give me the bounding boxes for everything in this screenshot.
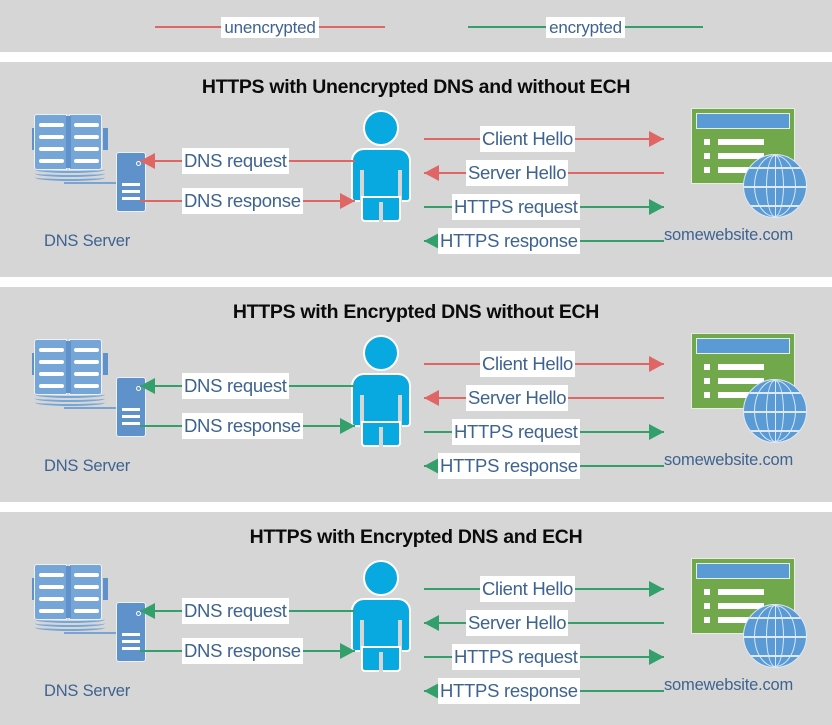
message-arrow-https-response: HTTPS response: [424, 678, 664, 704]
panel-title: HTTPS with Encrypted DNS without ECH: [232, 301, 600, 323]
message-arrow-dns-request: DNS request: [140, 148, 355, 174]
message-arrow-client-hello: Client Hello: [424, 576, 664, 602]
globe-icon: [743, 379, 807, 443]
message-arrow-dns-response: DNS response: [140, 413, 355, 439]
dns-server-label: DNS Server: [44, 457, 131, 475]
message-arrow-https-response: HTTPS response: [424, 228, 664, 254]
message-arrow-server-hello: Server Hello: [424, 160, 664, 186]
browser-window-icon: [691, 558, 795, 634]
message-arrow-https-request: HTTPS request: [424, 644, 664, 670]
message-arrow-client-hello: Client Hello: [424, 351, 664, 377]
scenario-panel-2: HTTPS with Encrypted DNS without ECH DNS…: [0, 287, 832, 502]
website-label: somewebsite.com: [664, 676, 794, 694]
message-arrow-https-request: HTTPS request: [424, 419, 664, 445]
legend-label-encrypted: encrypted: [546, 16, 625, 38]
website-label: somewebsite.com: [664, 451, 794, 469]
message-arrow-server-hello: Server Hello: [424, 610, 664, 636]
arrow-head-right-icon: [340, 643, 355, 659]
arrow-head-left-icon: [424, 458, 439, 474]
book-icon: [32, 339, 108, 406]
dns-server-icon: [28, 335, 148, 455]
arrow-head-left-icon: [140, 153, 155, 169]
message-arrow-dns-request: DNS request: [140, 598, 355, 624]
arrow-label: Server Hello: [466, 610, 569, 636]
arrow-label: Client Hello: [480, 576, 575, 602]
arrow-label: HTTPS response: [438, 228, 580, 254]
arrow-label: DNS response: [182, 188, 303, 214]
panel-title: HTTPS with Encrypted DNS and ECH: [249, 526, 583, 548]
legend-item-encrypted: encrypted: [468, 16, 703, 38]
arrow-head-right-icon: [340, 193, 355, 209]
arrow-head-right-icon: [649, 356, 664, 372]
arrow-label: DNS response: [182, 638, 303, 664]
dns-server-label: DNS Server: [44, 682, 131, 700]
arrow-label: DNS request: [182, 373, 289, 399]
arrow-label: Client Hello: [480, 351, 575, 377]
user-icon: [345, 560, 417, 674]
legend-label-unencrypted: unencrypted: [221, 16, 319, 38]
arrow-head-left-icon: [424, 390, 439, 406]
arrow-label: HTTPS request: [452, 194, 580, 220]
arrow-head-left-icon: [424, 615, 439, 631]
arrow-label: DNS request: [182, 598, 289, 624]
message-arrow-server-hello: Server Hello: [424, 385, 664, 411]
user-icon: [345, 110, 417, 224]
website-icon: [683, 556, 808, 671]
arrow-head-right-icon: [340, 418, 355, 434]
user-icon: [345, 335, 417, 449]
message-arrow-client-hello: Client Hello: [424, 126, 664, 152]
arrow-label: HTTPS request: [452, 419, 580, 445]
message-arrow-https-response: HTTPS response: [424, 453, 664, 479]
message-arrow-dns-response: DNS response: [140, 638, 355, 664]
dns-server-label: DNS Server: [44, 232, 131, 250]
arrow-label: Client Hello: [480, 126, 575, 152]
scenario-panel-3: HTTPS with Encrypted DNS and ECH DNS Ser…: [0, 512, 832, 725]
arrow-label: HTTPS response: [438, 678, 580, 704]
arrow-head-left-icon: [140, 603, 155, 619]
arrow-head-left-icon: [424, 165, 439, 181]
globe-icon: [743, 604, 807, 668]
arrow-label: Server Hello: [466, 385, 569, 411]
book-icon: [32, 114, 108, 181]
website-label: somewebsite.com: [664, 226, 794, 244]
legend-panel: unencrypted encrypted: [0, 0, 832, 52]
panel-title: HTTPS with Unencrypted DNS and without E…: [201, 76, 631, 98]
dns-server-icon: [28, 110, 148, 230]
arrow-label: DNS response: [182, 413, 303, 439]
arrow-head-right-icon: [649, 581, 664, 597]
book-icon: [32, 564, 108, 631]
arrow-label: DNS request: [182, 148, 289, 174]
website-icon: [683, 106, 808, 221]
arrow-head-left-icon: [424, 683, 439, 699]
arrow-head-right-icon: [649, 649, 664, 665]
arrow-head-left-icon: [424, 233, 439, 249]
message-arrow-dns-request: DNS request: [140, 373, 355, 399]
website-icon: [683, 331, 808, 446]
arrow-label: HTTPS response: [438, 453, 580, 479]
arrow-head-right-icon: [649, 424, 664, 440]
legend-item-unencrypted: unencrypted: [155, 16, 385, 38]
arrow-head-right-icon: [649, 199, 664, 215]
message-arrow-dns-response: DNS response: [140, 188, 355, 214]
scenario-panel-1: HTTPS with Unencrypted DNS and without E…: [0, 62, 832, 277]
message-arrow-https-request: HTTPS request: [424, 194, 664, 220]
arrow-head-right-icon: [649, 131, 664, 147]
dns-server-icon: [28, 560, 148, 680]
arrow-head-left-icon: [140, 378, 155, 394]
arrow-label: Server Hello: [466, 160, 569, 186]
arrow-label: HTTPS request: [452, 644, 580, 670]
globe-icon: [743, 154, 807, 218]
